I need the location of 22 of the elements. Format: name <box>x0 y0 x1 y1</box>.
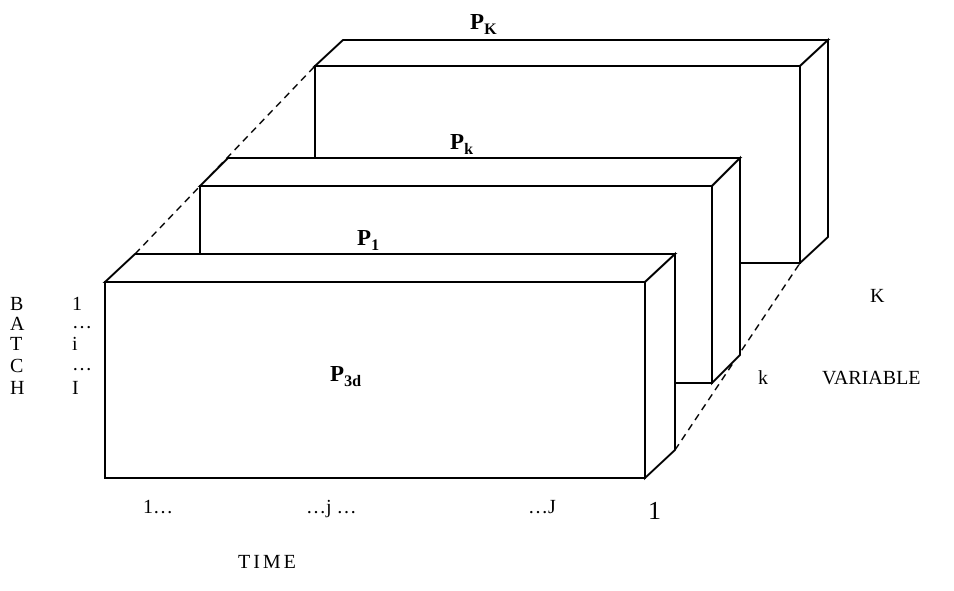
matrix-label: P$_{1}$ <box>357 226 380 254</box>
axis-label: i <box>72 334 78 354</box>
axis-label: A <box>10 314 24 334</box>
axis-label: VARIABLE <box>822 368 921 388</box>
axis-label: B <box>10 294 24 314</box>
axis-label: I <box>72 378 79 398</box>
matrix-label: P$_{K}$ <box>470 10 497 38</box>
axis-label: H <box>10 378 24 398</box>
axis-label: 1 <box>72 294 82 314</box>
axis-label: …j … <box>306 497 357 517</box>
matrix-label: P$_{3d}$ <box>330 362 362 390</box>
axis-label: T <box>10 334 22 354</box>
axis-label: 1 <box>648 498 661 524</box>
axis-label: C <box>10 356 24 376</box>
axis-label: … <box>72 312 92 332</box>
axis-label: …J <box>528 497 556 517</box>
axis-label: 1… <box>143 497 173 517</box>
matrix-label: P$_{k}$ <box>450 130 474 158</box>
axis-label: K <box>870 286 884 306</box>
axis-label: TIME <box>238 552 299 572</box>
axis-label: k <box>758 368 768 388</box>
axis-label: … <box>72 354 92 374</box>
